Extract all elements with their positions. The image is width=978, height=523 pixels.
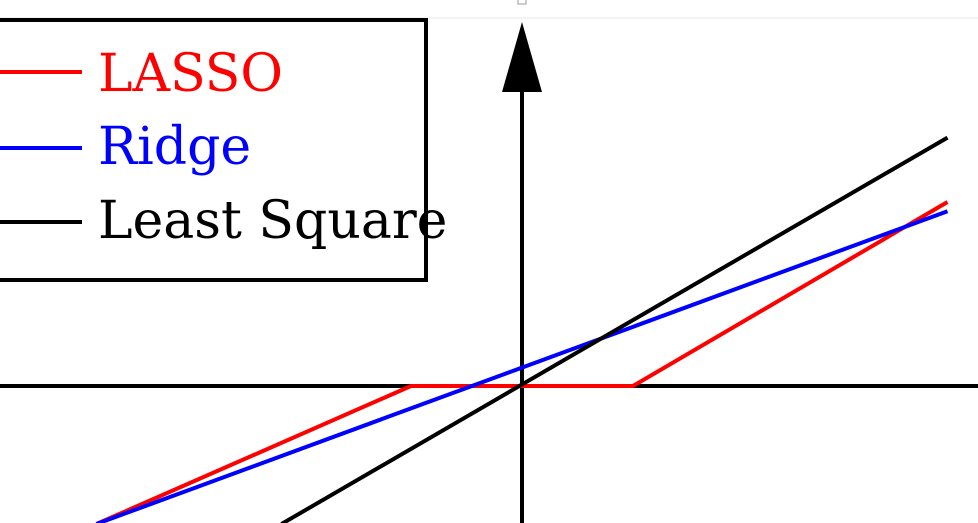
top-marker [517, 0, 527, 5]
legend-label-lasso: LASSO [98, 44, 283, 104]
legend-label-least-square: Least Square [98, 191, 447, 251]
series-line-ls [280, 135, 949, 523]
series-layer [95, 135, 949, 523]
y-axis-arrowhead [502, 22, 542, 92]
series-line-ridge [95, 209, 949, 523]
legend-label-ridge: Ridge [98, 117, 251, 177]
